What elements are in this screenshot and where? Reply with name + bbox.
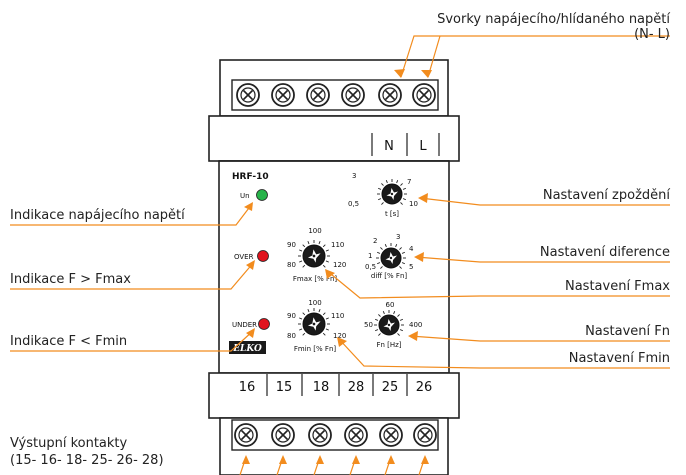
callout-lines xyxy=(10,35,670,475)
knob-fmin-tick-120: 120 xyxy=(333,332,346,340)
knob-fn[interactable] xyxy=(374,310,404,336)
label-under-indication: Indikace F < Fmin xyxy=(10,334,127,349)
label-supply-indication: Indikace napájecího napětí xyxy=(10,208,185,223)
knob-t-tick-7: 7 xyxy=(407,178,411,186)
top-screw-2[interactable] xyxy=(271,83,295,107)
knob-fmin-tick-100: 100 xyxy=(308,299,321,307)
knob-fn-caption: Fn [Hz] xyxy=(376,341,401,349)
knob-fmax-tick-110: 110 xyxy=(331,241,344,249)
label-fn-setting: Nastavení Fn xyxy=(585,324,670,339)
knob-fn-tick-50: 50 xyxy=(364,321,373,329)
knob-diff-tick-05: 0,5 xyxy=(365,263,376,271)
terminal-label-26: 26 xyxy=(416,380,433,395)
knob-fmin-tick-80: 80 xyxy=(287,332,296,340)
knob-fmax-tick-120: 120 xyxy=(333,261,346,269)
elko-logo-text: ELKO xyxy=(232,344,262,354)
label-terminals-top: Svorky napájecího/hlídaného napětí xyxy=(437,12,670,27)
bottom-terminal-strip xyxy=(266,374,408,396)
label-difference-setting: Nastavení diference xyxy=(540,245,670,260)
label-fmax-setting: Nastavení Fmax xyxy=(565,279,670,294)
label-outputs: Výstupní kontakty xyxy=(10,436,128,451)
knob-fn-tick-400: 400 xyxy=(409,321,422,329)
knob-t-tick-05: 0,5 xyxy=(348,200,359,208)
led-un xyxy=(256,189,268,201)
terminal-label-28: 28 xyxy=(348,380,365,395)
terminal-label-n: N xyxy=(384,139,394,154)
knob-t-tick-10: 10 xyxy=(409,200,418,208)
terminal-label-16: 16 xyxy=(239,380,256,395)
knob-diff-tick-5: 5 xyxy=(409,263,413,271)
knob-fmin-caption: Fmin [% Fn] xyxy=(294,345,337,353)
terminal-label-18: 18 xyxy=(313,380,330,395)
led-label-over: OVER xyxy=(234,253,254,261)
top-screw-4[interactable] xyxy=(341,83,365,107)
knob-fn-tick-60: 60 xyxy=(386,301,395,309)
knob-t-caption: t [s] xyxy=(385,210,399,218)
top-screw-3[interactable] xyxy=(306,83,330,107)
top-screw-terminals xyxy=(231,79,439,111)
bottom-screw-3[interactable] xyxy=(308,423,332,447)
knob-diff-tick-1: 1 xyxy=(368,252,372,260)
bottom-screw-2[interactable] xyxy=(271,423,295,447)
knob-diff-tick-2: 2 xyxy=(373,237,377,245)
label-over-indication: Indikace F > Fmax xyxy=(10,272,131,287)
knob-diff-caption: diff [% Fn] xyxy=(371,272,408,280)
knob-fmax-tick-90: 90 xyxy=(287,241,296,249)
label-terminals-top-sub: (N- L) xyxy=(634,27,670,42)
knob-fmax-tick-100: 100 xyxy=(308,227,321,235)
top-screw-1[interactable] xyxy=(236,83,260,107)
bottom-screw-4[interactable] xyxy=(344,423,368,447)
bottom-screw-5[interactable] xyxy=(379,423,403,447)
led-label-un: Un xyxy=(240,192,250,200)
led-over xyxy=(257,250,269,262)
knob-fmin-tick-110: 110 xyxy=(331,312,344,320)
terminal-label-15: 15 xyxy=(276,380,293,395)
label-outputs-sub: (15- 16- 18- 25- 26- 28) xyxy=(10,453,164,468)
knob-t-tick-3: 3 xyxy=(352,172,356,180)
knob-diff[interactable] xyxy=(376,243,406,269)
terminal-label-l: L xyxy=(419,139,427,154)
top-terminal-strip xyxy=(371,133,440,156)
knob-fmin-tick-90: 90 xyxy=(287,312,296,320)
model-label: HRF-10 xyxy=(232,172,269,182)
knob-diff-tick-3: 3 xyxy=(396,233,400,241)
terminal-label-25: 25 xyxy=(382,380,399,395)
knob-fmax[interactable] xyxy=(298,240,330,268)
knob-diff-tick-4: 4 xyxy=(409,245,414,253)
knob-t[interactable] xyxy=(377,179,407,205)
led-under xyxy=(258,318,270,330)
top-screw-5[interactable] xyxy=(378,83,402,107)
led-label-under: UNDER xyxy=(232,321,257,329)
bottom-screw-terminals xyxy=(231,419,439,451)
label-delay-setting: Nastavení zpoždění xyxy=(543,188,671,203)
bottom-screw-1[interactable] xyxy=(234,423,258,447)
top-screw-6[interactable] xyxy=(412,83,436,107)
knob-fmax-tick-80: 80 xyxy=(287,261,296,269)
knob-fmin[interactable] xyxy=(298,308,330,336)
label-fmin-setting: Nastavení Fmin xyxy=(569,351,670,366)
callout-arrowheads xyxy=(242,69,432,464)
bottom-screw-6[interactable] xyxy=(413,423,437,447)
knob-fmax-caption: Fmax [% Fn] xyxy=(293,275,338,283)
